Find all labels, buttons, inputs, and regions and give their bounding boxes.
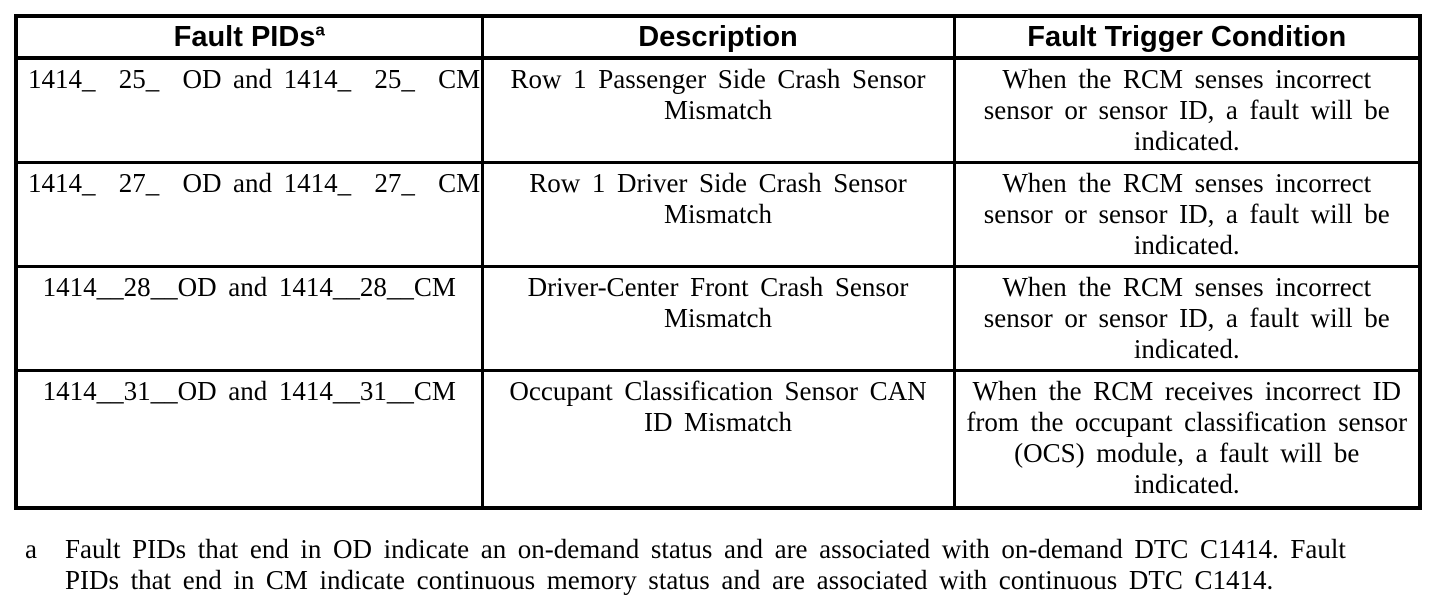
footnote-line: Fault PIDs that end in OD indicate an on… <box>65 534 1346 564</box>
col-header-fault-pids-label: Fault PIDs <box>173 20 316 53</box>
table-row: 1414__28__OD and 1414__28__CM Driver-Cen… <box>14 265 1422 372</box>
fault-pid-cell: 1414_ 25_ OD and 1414_ 25_ CM <box>14 56 484 164</box>
description-cell: Occupant Classification Sensor CAN ID Mi… <box>480 369 956 510</box>
description-cell: Driver-Center Front Crash Sensor Mismatc… <box>480 265 956 372</box>
footnote-marker: a <box>25 534 37 564</box>
table-row: 1414__31__OD and 1414__31__CM Occupant C… <box>14 369 1422 510</box>
footnote: a Fault PIDs that end in OD indicate an … <box>25 534 1415 596</box>
col-header-description: Description <box>480 14 956 60</box>
description-cell: Row 1 Driver Side Crash Sensor Mismatch <box>480 161 956 268</box>
description-cell: Row 1 Passenger Side Crash Sensor Mismat… <box>480 56 956 164</box>
table-header-row: Fault PIDsa Description Fault Trigger Co… <box>14 14 1422 60</box>
trigger-condition-cell: When the RCM senses incorrect sensor or … <box>952 265 1422 372</box>
fault-pid-table: Fault PIDsa Description Fault Trigger Co… <box>14 14 1422 510</box>
col-header-fault-pids: Fault PIDsa <box>14 14 484 60</box>
fault-pid-cell: 1414__31__OD and 1414__31__CM <box>14 369 484 510</box>
footnote-line: PIDs that end in CM indicate continuous … <box>65 565 1274 595</box>
fault-pid-cell: 1414_ 27_ OD and 1414_ 27_ CM <box>14 161 484 268</box>
fault-pid-cell: 1414__28__OD and 1414__28__CM <box>14 265 484 372</box>
trigger-condition-cell: When the RCM receives incorrect ID from … <box>952 369 1422 510</box>
table-row: 1414_ 27_ OD and 1414_ 27_ CM Row 1 Driv… <box>14 161 1422 268</box>
trigger-condition-cell: When the RCM senses incorrect sensor or … <box>952 56 1422 164</box>
footnote-reference-superscript: a <box>315 19 325 39</box>
col-header-fault-trigger-condition: Fault Trigger Condition <box>952 14 1422 60</box>
footnote-text: Fault PIDs that end in OD indicate an on… <box>65 534 1415 596</box>
table-row: 1414_ 25_ OD and 1414_ 25_ CM Row 1 Pass… <box>14 56 1422 164</box>
trigger-condition-cell: When the RCM senses incorrect sensor or … <box>952 161 1422 268</box>
